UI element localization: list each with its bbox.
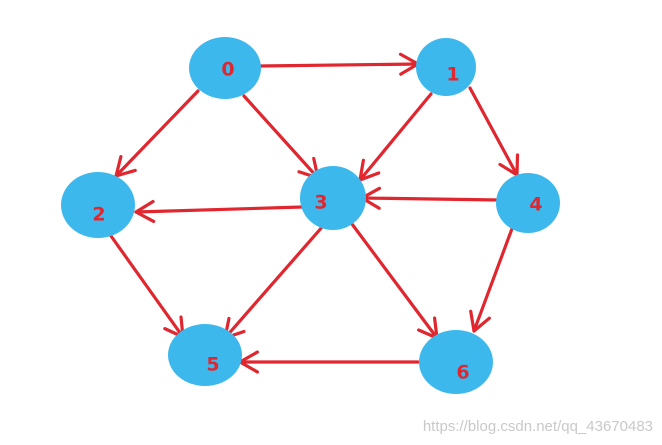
edge-4-to-6	[469, 224, 515, 333]
node-label: 0	[221, 59, 234, 81]
node-circle	[419, 330, 493, 394]
edge-3-to-5	[223, 224, 325, 340]
edge-line	[109, 234, 185, 339]
edge-line	[360, 196, 501, 202]
node-circle	[61, 172, 135, 238]
edge-layer	[109, 52, 520, 374]
edge-1-to-4	[468, 86, 520, 177]
edge-3-to-2	[134, 199, 304, 224]
node-6: 6	[419, 330, 493, 394]
edge-2-to-5	[109, 234, 185, 339]
edge-line	[468, 86, 519, 177]
edge-4-to-3	[360, 186, 501, 210]
edge-line	[134, 205, 304, 214]
edge-3-to-6	[347, 218, 439, 340]
node-2: 2	[61, 172, 135, 238]
edge-line	[258, 62, 420, 68]
edge-6-to-5	[238, 350, 420, 374]
edge-0-to-3	[242, 94, 320, 180]
arrowhead	[469, 309, 491, 333]
edge-line	[472, 224, 515, 333]
node-5: 5	[168, 324, 242, 386]
node-1: 1	[416, 38, 476, 96]
node-label: 3	[314, 192, 327, 214]
node-0: 0	[189, 37, 261, 99]
edge-1-to-3	[358, 92, 433, 182]
node-circle	[300, 166, 366, 230]
node-label: 5	[206, 354, 219, 376]
edge-0-to-1	[258, 52, 420, 76]
edge-line	[358, 92, 433, 182]
edge-line	[114, 89, 200, 178]
node-circle	[168, 324, 242, 386]
node-circle	[416, 38, 476, 96]
edge-line	[242, 94, 320, 180]
node-3: 3	[300, 166, 366, 230]
watermark-text: https://blog.csdn.net/qq_43670483	[422, 418, 653, 435]
node-label: 1	[446, 64, 459, 86]
node-layer: 0 1 2 3 4 5 6	[61, 37, 560, 394]
arrowhead	[114, 155, 137, 178]
edge-line	[223, 224, 325, 340]
node-circle	[496, 173, 560, 233]
node-label: 4	[529, 194, 542, 216]
edge-0-to-2	[114, 89, 200, 178]
arrowhead	[134, 199, 156, 224]
edge-line	[347, 218, 439, 340]
node-label: 6	[456, 362, 469, 384]
node-label: 2	[92, 204, 105, 226]
node-4: 4	[496, 173, 560, 233]
node-circle	[189, 37, 261, 99]
